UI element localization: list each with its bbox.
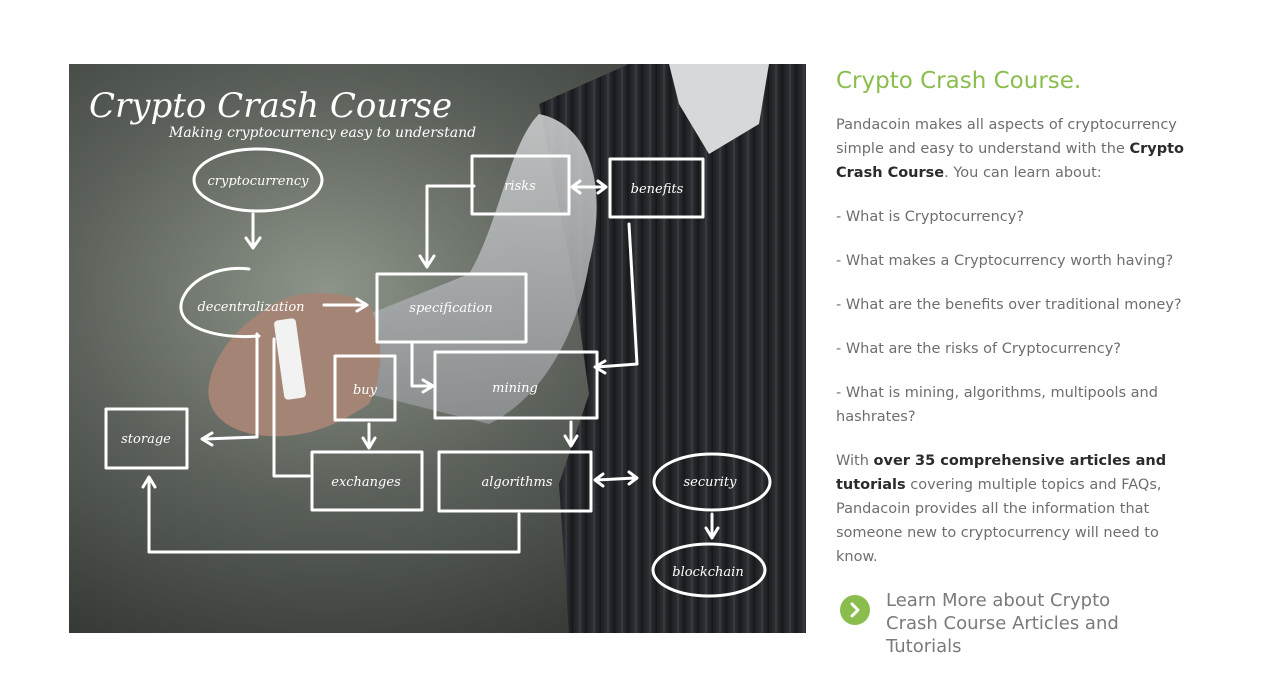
intro-bold-text: Crypto Crash Course <box>836 141 1184 181</box>
node-cryptocurrency-shape <box>192 147 324 213</box>
topic-item: - What are the benefits over traditional… <box>836 297 1182 313</box>
intro-text: Pandacoin makes all aspects of cryptocur… <box>836 117 1177 157</box>
person-sleeve <box>369 114 597 424</box>
summary-bold-text: over 35 comprehensive articles and tutor… <box>836 453 1167 493</box>
node-exchanges-shape <box>310 450 424 512</box>
intro-text-end: . You can learn about: <box>944 165 1102 181</box>
person-vest <box>539 64 806 633</box>
panel-title: Crypto Crash Course. <box>836 68 1082 94</box>
person-shirt-collar <box>669 64 769 154</box>
chalk-stick <box>274 318 306 400</box>
learn-more-link[interactable]: Learn More about Crypto Crash Course Art… <box>836 589 1196 658</box>
summary-text-end: covering multiple topics and FAQs, Panda… <box>836 477 1162 565</box>
course-info-panel: Crypto Crash Course. Pandacoin makes all… <box>836 66 1196 658</box>
node-buy-shape <box>333 354 397 422</box>
node-cryptocurrency: cryptocurrency <box>208 174 310 189</box>
node-specification: specification <box>409 301 492 316</box>
node-security: security <box>684 475 738 490</box>
node-buy: buy <box>353 383 378 398</box>
node-benefits: benefits <box>631 182 684 197</box>
crypto-diagram: Crypto Crash Course Making cryptocurrenc… <box>69 64 806 633</box>
summary-paragraph: With over 35 comprehensive articles and … <box>836 449 1196 569</box>
hero-heading: Crypto Crash Course <box>89 86 452 126</box>
node-blockchain: blockchain <box>672 565 743 580</box>
node-risks: risks <box>504 179 536 194</box>
summary-text: With <box>836 453 874 469</box>
intro-paragraph: Pandacoin makes all aspects of cryptocur… <box>836 113 1196 185</box>
hero-subheading: Making cryptocurrency easy to understand <box>168 125 476 141</box>
topic-item: - What are the risks of Cryptocurrency? <box>836 341 1122 357</box>
node-specification-shape <box>375 272 528 344</box>
node-algorithms-shape <box>437 450 593 513</box>
node-storage-shape <box>104 407 189 470</box>
node-benefits-shape <box>608 157 705 219</box>
node-mining: mining <box>492 381 538 396</box>
node-mining-shape <box>433 350 599 420</box>
node-blockchain-shape <box>651 542 767 598</box>
chevron-right-circle-icon[interactable] <box>840 595 870 625</box>
node-storage: storage <box>121 432 171 447</box>
diagram-connectors <box>141 179 720 554</box>
hero-image: Crypto Crash Course Making cryptocurrenc… <box>69 64 806 633</box>
topic-item: - What makes a Cryptocurrency worth havi… <box>836 253 1174 269</box>
topic-item: - What is Cryptocurrency? <box>836 209 1025 225</box>
node-algorithms: algorithms <box>481 475 552 490</box>
node-exchanges: exchanges <box>331 475 401 490</box>
node-security-shape <box>652 452 772 512</box>
node-decentralization: decentralization <box>197 300 304 315</box>
node-decentralization-shape <box>179 266 261 339</box>
topic-item: - What is mining, algorithms, multipools… <box>836 385 1158 425</box>
learn-more-label[interactable]: Learn More about Crypto Crash Course Art… <box>886 590 1119 657</box>
